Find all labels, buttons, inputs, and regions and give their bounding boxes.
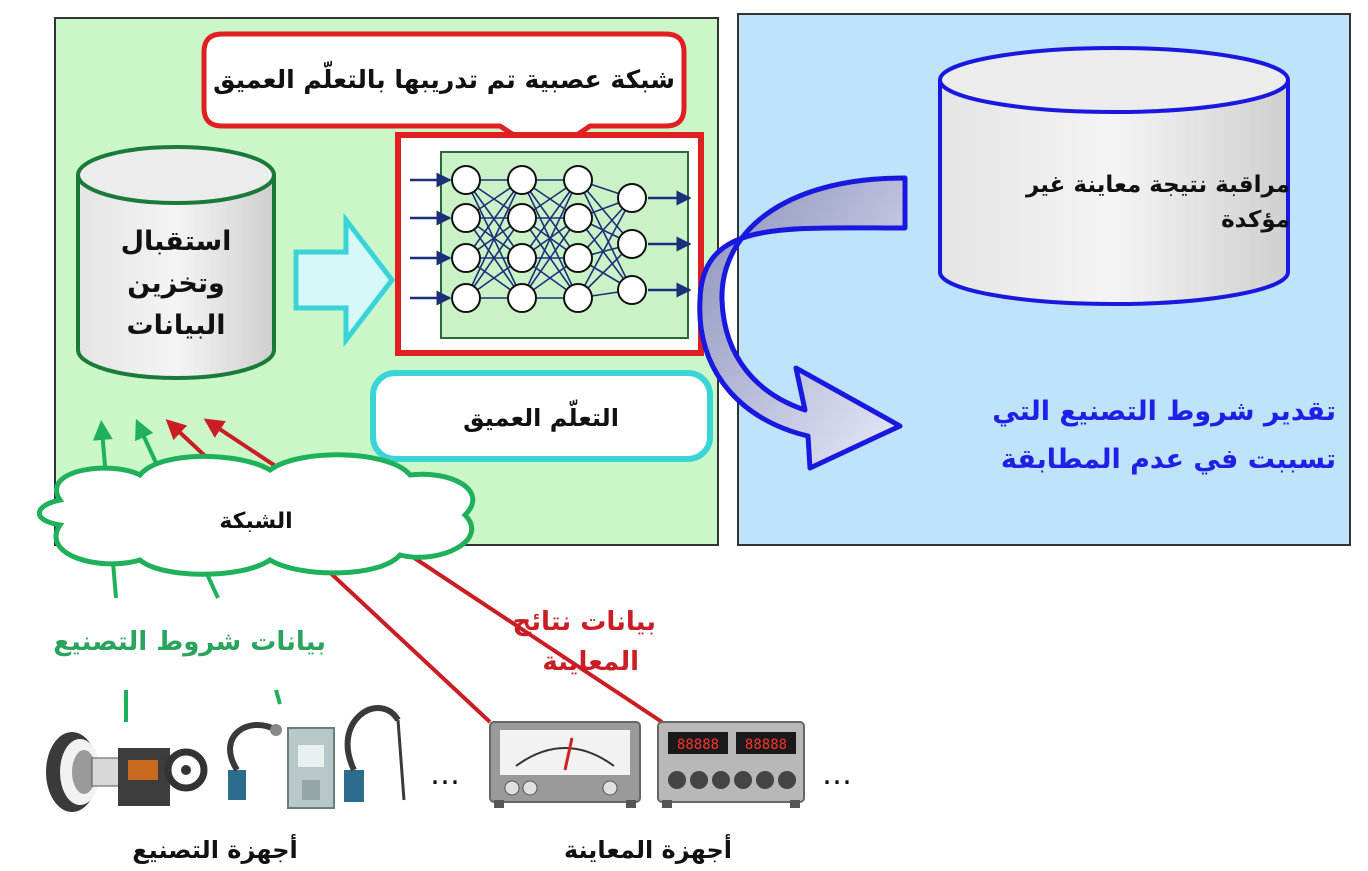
storage-label-line1: استقبال [121, 226, 232, 257]
monitoring-database: مراقبة نتيجة معاينة غير مؤكدة [938, 46, 1290, 306]
output-label-line1: تقدير شروط التصنيع التي [992, 396, 1336, 427]
inspection-devices: 88888 88888 … [489, 721, 852, 808]
meter-readout-right: 88888 [745, 737, 787, 753]
nn-node [507, 203, 537, 233]
nn-edge [465, 217, 523, 299]
nn-node [451, 283, 481, 313]
storage-database: استقبال وتخزين البيانات [76, 145, 276, 380]
nn-node [451, 165, 481, 195]
nn-node [563, 243, 593, 273]
nn-node [563, 283, 593, 313]
network-label: الشبكة [219, 509, 292, 534]
nn-node [563, 203, 593, 233]
deep-learning-box: التعلّم العميق [370, 370, 713, 462]
storage-label-line3: البيانات [127, 310, 226, 341]
nn-edge [465, 179, 523, 259]
digital-meter-icon: 88888 88888 [657, 721, 805, 808]
nn-edge [521, 179, 579, 299]
nn-node [507, 243, 537, 273]
press-machine-icon [287, 727, 335, 809]
curved-arrow-icon [697, 175, 908, 471]
nn-edge [465, 179, 523, 299]
nn-edge [521, 217, 579, 299]
nn-node [617, 275, 647, 305]
cloud-icon [36, 452, 476, 577]
nn-node [507, 165, 537, 195]
network-cloud: الشبكة [36, 452, 476, 577]
inspection-devices-label: أجهزة المعاينة [564, 834, 732, 864]
robot-arm-icon [344, 705, 406, 802]
database-icon [938, 80, 1290, 306]
storage-label-line2: وتخزين [127, 268, 225, 299]
nn-node [563, 165, 593, 195]
nn-node [617, 229, 647, 259]
device-ellipsis-1: … [430, 757, 460, 792]
input-arrow-icon [293, 212, 396, 348]
meter-readout-left: 88888 [677, 737, 719, 753]
nn-node [451, 203, 481, 233]
manufacturing-devices: … [46, 705, 460, 812]
database-icon [76, 175, 276, 380]
nn-node [507, 283, 537, 313]
robot-arm-icon [227, 722, 282, 800]
nn-edge [577, 179, 633, 291]
analog-meter-icon [489, 721, 641, 808]
callout-bubble: شبكة عصبية تم تدريبها بالتعلّم العميق [201, 31, 687, 160]
manufacturing-devices-label: أجهزة التصنيع [132, 834, 298, 864]
deep-learning-label: التعلّم العميق [463, 400, 619, 432]
nn-node [617, 183, 647, 213]
monitoring-label-line2: مؤكدة [1221, 207, 1290, 233]
lathe-icon [46, 732, 208, 812]
output-label-line2: تسببت في عدم المطابقة [1001, 444, 1336, 475]
neural-network [395, 132, 704, 356]
inspection-data-label-line1: بيانات نتائج [513, 607, 656, 637]
monitoring-label-line1: مراقبة نتيجة معاينة غير [1025, 172, 1290, 198]
nn-node [451, 243, 481, 273]
callout-label: شبكة عصبية تم تدريبها بالتعلّم العميق [213, 61, 675, 95]
inspection-data-label-line2: المعاينة [542, 647, 639, 677]
device-ellipsis-2: … [822, 757, 852, 792]
manufacturing-data-label: بيانات شروط التصنيع [53, 627, 326, 657]
nn-edge [577, 197, 633, 299]
nn-edge [521, 179, 579, 259]
